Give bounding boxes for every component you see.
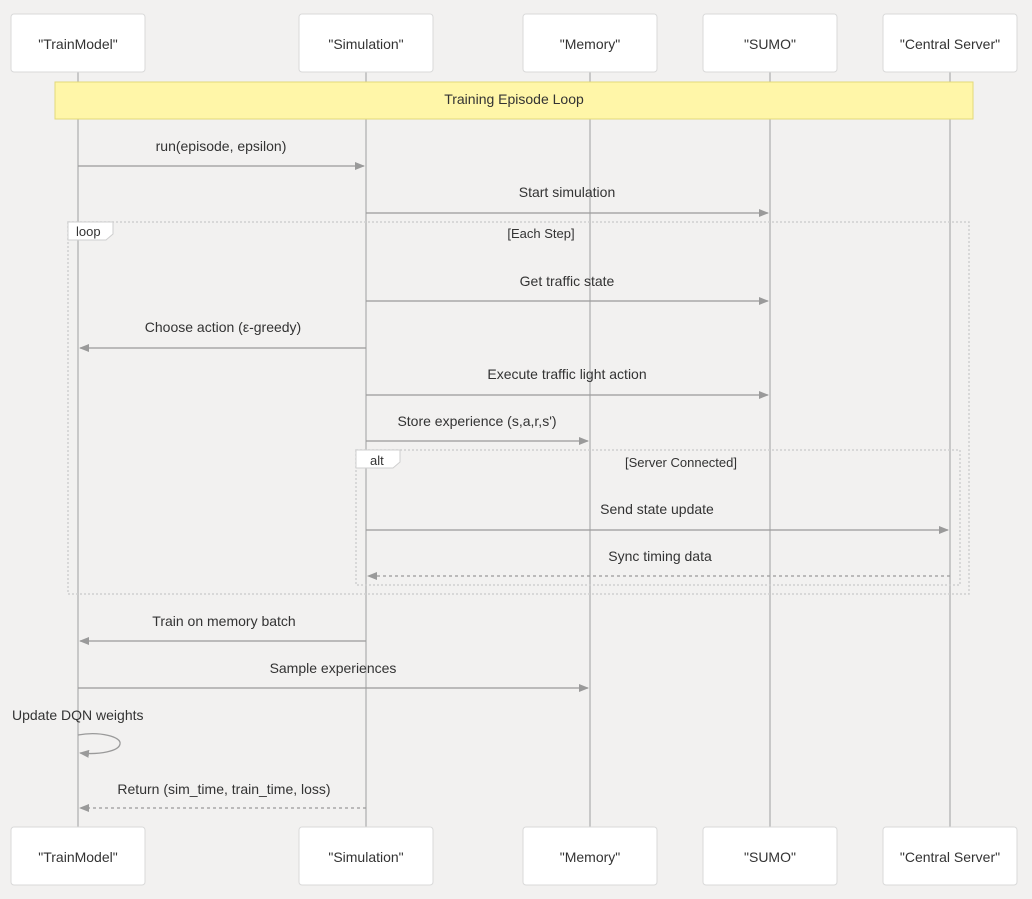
actor-sumo-bottom[interactable]: "SUMO" <box>702 826 838 886</box>
actor-label: "TrainModel" <box>38 36 117 52</box>
loop-frame-tag-text: loop <box>76 224 101 239</box>
message: Start simulation <box>366 184 769 217</box>
message-label: Send state update <box>600 501 714 517</box>
loop-frame-tag <box>67 221 114 241</box>
loop-frame-condition: [Each Step] <box>507 226 574 241</box>
actor-trainmodel-top[interactable]: "TrainModel" <box>10 13 146 73</box>
message-label: Execute traffic light action <box>487 366 646 382</box>
actors-bottom: "TrainModel" "Simulation" "Memory" "SUMO… <box>10 826 1018 886</box>
loop-frame: loop [Each Step] <box>67 221 970 595</box>
messages: run(episode, epsilon) Start simulation G… <box>12 138 950 812</box>
actors-top: "TrainModel" "Simulation" "Memory" "SUMO… <box>10 13 1018 73</box>
message: Return (sim_time, train_time, loss) <box>79 781 366 812</box>
message-label: Sample experiences <box>270 660 397 676</box>
message-label: Start simulation <box>519 184 615 200</box>
message-label: Sync timing data <box>608 548 712 564</box>
note-training-episode-loop: Training Episode Loop <box>54 81 974 120</box>
actor-central-server-bottom[interactable]: "Central Server" <box>882 826 1018 886</box>
actor-label: "Memory" <box>560 849 621 865</box>
message: Train on memory batch <box>79 613 366 645</box>
message-label: Return (sim_time, train_time, loss) <box>117 781 330 797</box>
actor-label: "Simulation" <box>328 36 403 52</box>
actor-central-server-top[interactable]: "Central Server" <box>882 13 1018 73</box>
alt-frame-tag-text: alt <box>370 453 384 468</box>
actor-label: "SUMO" <box>744 36 796 52</box>
message-label: Get traffic state <box>520 273 615 289</box>
actor-simulation-bottom[interactable]: "Simulation" <box>298 826 434 886</box>
actor-memory-bottom[interactable]: "Memory" <box>522 826 658 886</box>
actor-trainmodel-bottom[interactable]: "TrainModel" <box>10 826 146 886</box>
message: Sync timing data <box>367 548 950 580</box>
self-message-arrow <box>77 733 121 758</box>
message: Execute traffic light action <box>366 366 769 399</box>
message: Sample experiences <box>78 660 589 692</box>
message: Choose action (ε-greedy) <box>79 319 366 352</box>
actor-simulation-top[interactable]: "Simulation" <box>298 13 434 73</box>
message: Get traffic state <box>366 273 769 305</box>
actor-label: "Simulation" <box>328 849 403 865</box>
message-label: run(episode, epsilon) <box>156 138 287 154</box>
actor-label: "Central Server" <box>900 849 1000 865</box>
message-label: Train on memory batch <box>152 613 295 629</box>
actor-label: "TrainModel" <box>38 849 117 865</box>
message-label: Update DQN weights <box>12 707 144 723</box>
actor-label: "Central Server" <box>900 36 1000 52</box>
actor-label: "Memory" <box>560 36 621 52</box>
actor-sumo-top[interactable]: "SUMO" <box>702 13 838 73</box>
note-text: Training Episode Loop <box>444 91 584 107</box>
message-self: Update DQN weights <box>12 707 144 758</box>
alt-frame-condition: [Server Connected] <box>625 455 737 470</box>
actor-label: "SUMO" <box>744 849 796 865</box>
alt-frame-tag <box>355 449 401 469</box>
message-label: Store experience (s,a,r,s') <box>397 413 556 429</box>
actor-memory-top[interactable]: "Memory" <box>522 13 658 73</box>
message: run(episode, epsilon) <box>78 138 365 170</box>
message: Store experience (s,a,r,s') <box>366 413 589 445</box>
message-label: Choose action (ε-greedy) <box>145 319 301 335</box>
message: Send state update <box>366 501 949 534</box>
alt-frame: alt [Server Connected] <box>355 449 961 586</box>
